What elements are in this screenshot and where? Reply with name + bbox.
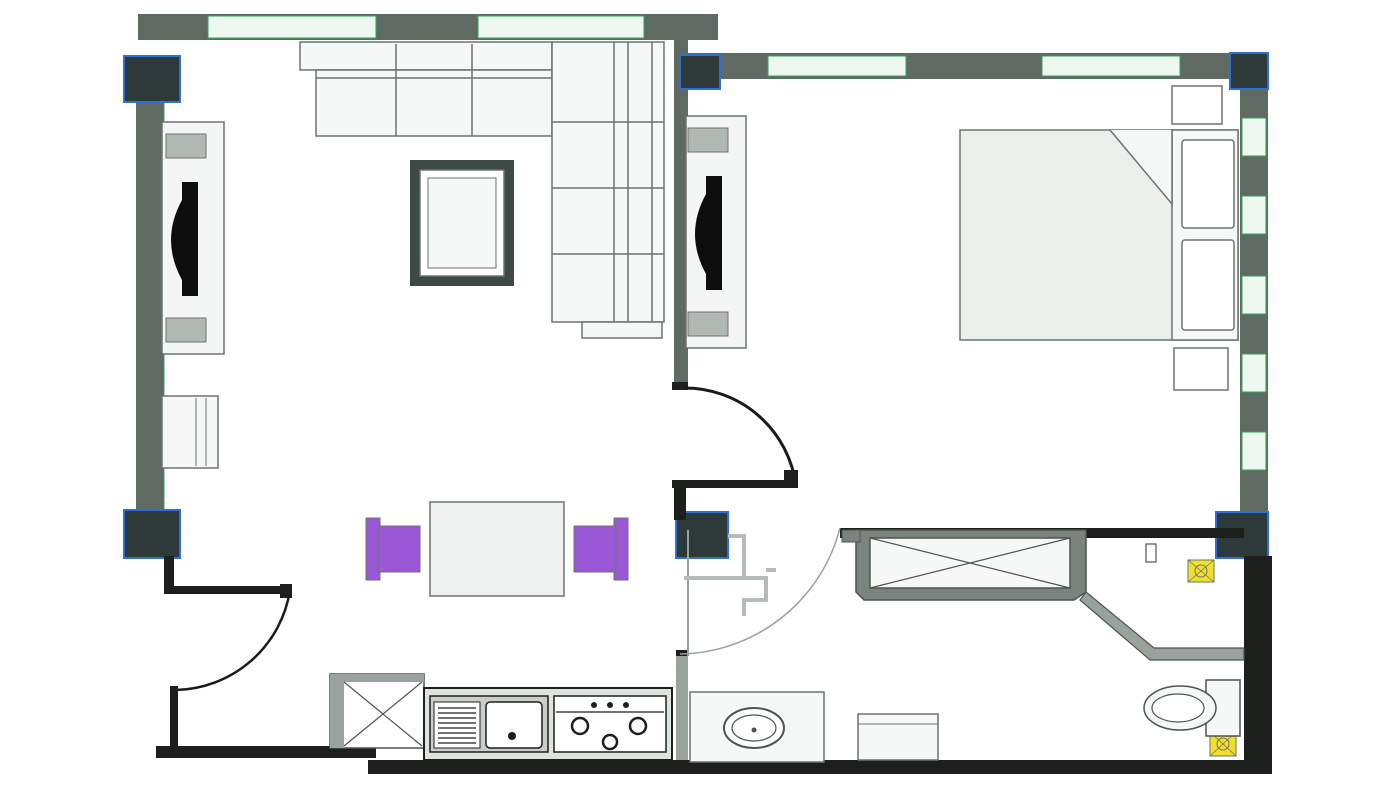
- speaker-left-bottom: [165, 317, 207, 343]
- doors[interactable]: [170, 386, 841, 756]
- bathtub-cross-2: [869, 537, 1071, 589]
- wall-bath-door-stub-top: [672, 480, 792, 488]
- column-top-right: [1229, 52, 1269, 90]
- window-right-4: [1241, 353, 1267, 393]
- sink-drainboard: [433, 701, 481, 749]
- wall-left: [136, 56, 164, 556]
- nightstand-top: [1171, 85, 1223, 125]
- basin-drain: [751, 727, 757, 733]
- coffee-table-inner: [427, 177, 497, 269]
- wall-bedroom-door-stub: [672, 382, 688, 390]
- plumbing: [684, 534, 776, 616]
- bathroom: [689, 529, 1245, 763]
- bed-sheet-fold: [1109, 129, 1173, 207]
- tv-left-stand: [171, 200, 182, 280]
- living-room: [161, 41, 665, 597]
- dining-chair-left: [377, 525, 421, 573]
- tv-left: [182, 182, 198, 296]
- door-entry-post: [170, 686, 178, 756]
- column-top-left: [123, 55, 181, 103]
- wall-bath-right: [1244, 556, 1272, 774]
- nightstand-bottom: [1173, 347, 1229, 391]
- dining-chair-right: [573, 525, 617, 573]
- column-mid-left: [123, 509, 181, 559]
- window-right-2: [1241, 195, 1267, 235]
- speaker-bedroom-top: [687, 127, 729, 153]
- cooktop-knob-2: [607, 702, 613, 708]
- window-living-2: [477, 15, 645, 39]
- bathroom-cabinet: [857, 713, 939, 761]
- burner-3: [628, 716, 648, 736]
- speaker-left-top: [165, 133, 207, 159]
- window-living-1: [207, 15, 377, 39]
- column-partition-top: [679, 54, 721, 90]
- tv-bedroom-stand: [695, 194, 706, 274]
- door-bedroom-swing[interactable]: [683, 386, 798, 487]
- speaker-bedroom-bottom: [687, 311, 729, 337]
- sink-drain: [508, 732, 516, 740]
- burner-1: [570, 716, 590, 736]
- window-right-3: [1241, 275, 1267, 315]
- sofa-horizontal: [299, 41, 553, 137]
- kitchen-storage: [329, 673, 425, 749]
- kitchen-storage-frame: [330, 674, 344, 748]
- door-bathroom-swing[interactable]: [679, 527, 841, 655]
- tv-bedroom: [706, 176, 722, 290]
- pillow-top: [1181, 139, 1235, 229]
- side-table: [161, 395, 219, 469]
- window-bedroom-2: [1041, 55, 1181, 77]
- toilet-seat: [1151, 693, 1205, 723]
- bathtub-end-block: [841, 529, 861, 543]
- window-right-1: [1241, 117, 1267, 157]
- wall-bottom-main: [368, 760, 1248, 774]
- door-entry-swing[interactable]: [175, 589, 292, 692]
- shower-fixture: [1145, 543, 1157, 563]
- shower-partition: [1079, 591, 1245, 661]
- kitchen-storage-top: [330, 674, 424, 682]
- wall-bottom-left: [156, 746, 376, 758]
- window-bedroom-1: [767, 55, 907, 77]
- sofa-vertical: [551, 41, 665, 339]
- pillow-bottom: [1181, 239, 1235, 331]
- kitchen: [329, 673, 673, 761]
- door-entry-hinge: [280, 584, 292, 598]
- wall-entry-stub: [164, 586, 288, 594]
- dining-table: [429, 501, 565, 597]
- door-bedroom-hinge: [784, 470, 798, 488]
- bedroom: [685, 85, 1239, 391]
- kitchen-bath-wall: [676, 656, 688, 760]
- wall-bath-door-stub-side: [674, 480, 686, 520]
- wall-partition: [674, 40, 688, 388]
- window-right-5: [1241, 431, 1267, 471]
- sink-basin: [485, 701, 543, 749]
- cooktop-knob-3: [623, 702, 629, 708]
- cooktop-knob-1: [591, 702, 597, 708]
- wall-entry-left: [164, 556, 174, 592]
- burner-2: [601, 733, 619, 751]
